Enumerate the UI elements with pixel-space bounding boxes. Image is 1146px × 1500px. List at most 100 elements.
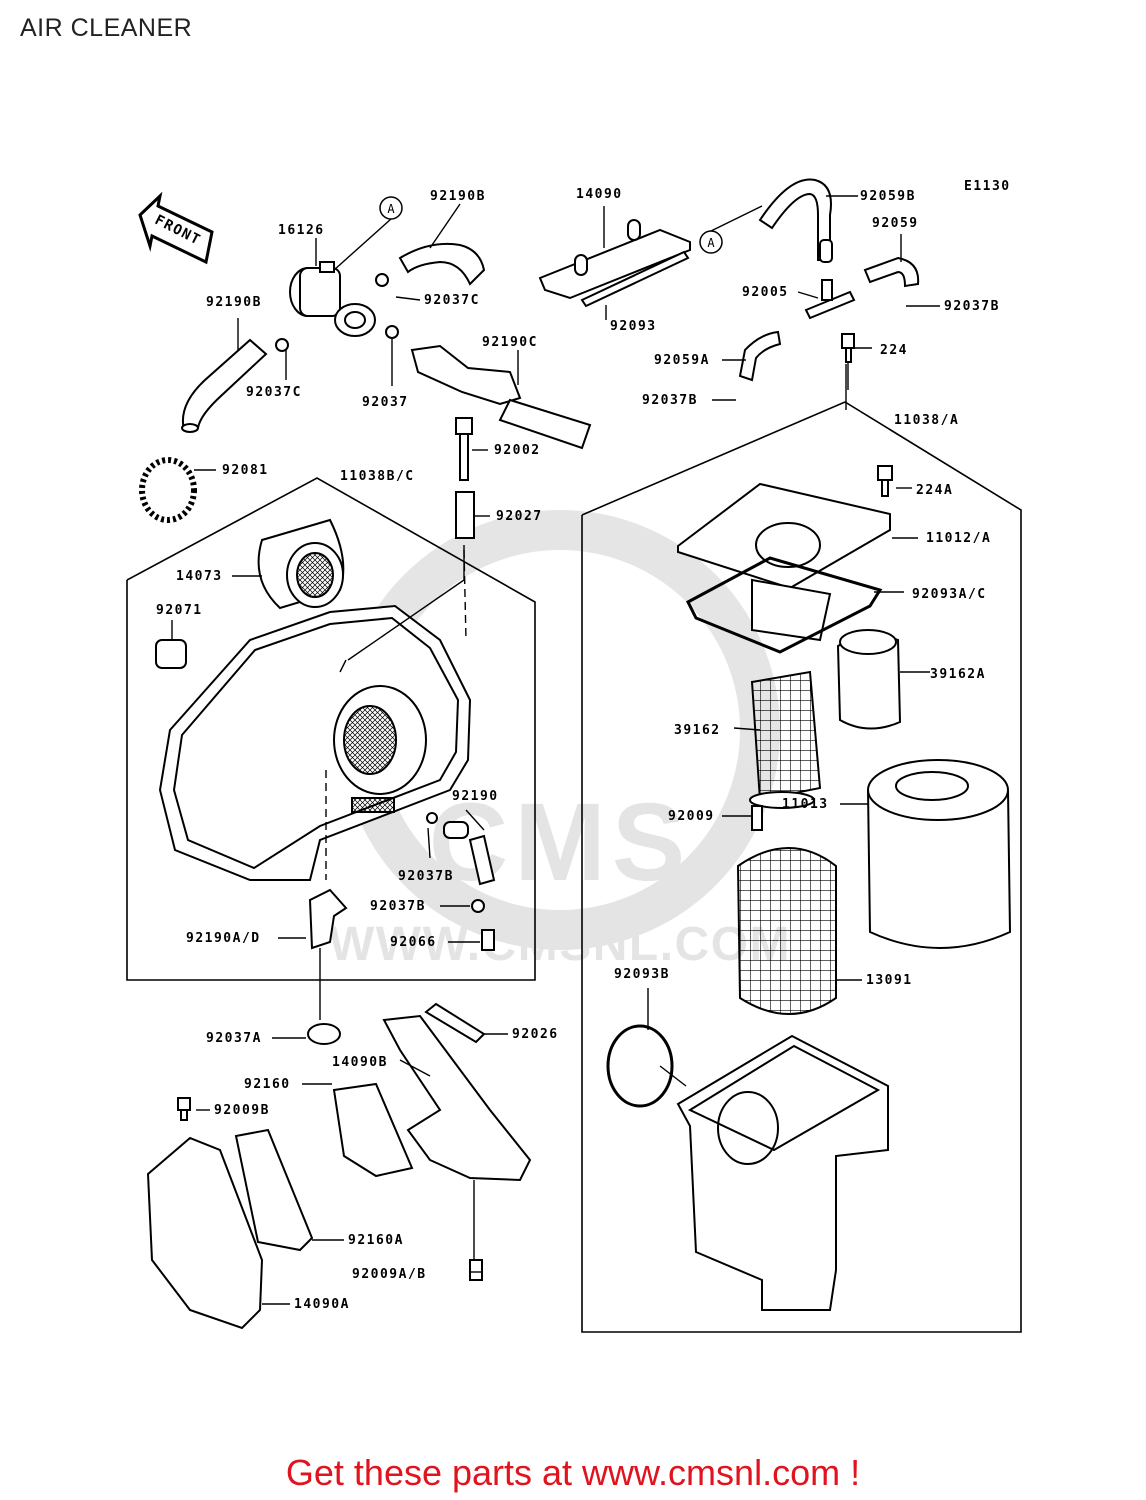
label-92009b: 92009B	[214, 1103, 270, 1118]
part-39162-cage	[749, 670, 822, 809]
label-92027: 92027	[496, 509, 543, 524]
label-39162: 39162	[674, 723, 721, 738]
part-92081-spring	[139, 457, 197, 523]
part-92160-filter	[332, 1082, 414, 1178]
part-14090a-cover	[146, 1136, 264, 1330]
label-11012a: 11012/A	[926, 531, 991, 546]
label-11013: 11013	[782, 797, 829, 812]
part-224-screw	[841, 333, 855, 349]
front-arrow: FRONT	[138, 191, 214, 265]
part-14090-bracket	[538, 228, 691, 300]
part-92160a-filter	[234, 1128, 314, 1252]
label-92093: 92093	[610, 319, 657, 334]
hose-end	[181, 423, 199, 433]
reference-mark-a-1: A	[379, 196, 403, 220]
label-39162a: 39162A	[930, 667, 986, 682]
footer-cta: Get these parts at www.cmsnl.com !	[0, 1452, 1146, 1494]
label-92093ac: 92093A/C	[912, 587, 987, 602]
label-224: 224	[880, 343, 908, 358]
footer-cta-link[interactable]: Get these parts at www.cmsnl.com !	[285, 1452, 861, 1493]
label-92009: 92009	[668, 809, 715, 824]
label-92190c: 92190C	[482, 335, 538, 350]
label-92037b-clamp: 92037B	[370, 899, 426, 914]
label-92037c-left: 92037C	[246, 385, 302, 400]
label-224a: 224A	[916, 483, 953, 498]
label-92037: 92037	[362, 395, 409, 410]
label-92026: 92026	[512, 1027, 559, 1042]
part-92009-screw	[751, 805, 763, 831]
part-39162a-element	[836, 629, 902, 730]
label-92059a: 92059A	[654, 353, 710, 368]
part-92059a-hose	[738, 330, 782, 382]
label-92002: 92002	[494, 443, 541, 458]
label-92190: 92190	[452, 789, 499, 804]
label-92005: 92005	[742, 285, 789, 300]
label-92160a: 92160A	[348, 1233, 404, 1248]
part-11012a-plate	[677, 482, 891, 642]
group-box-11038bc	[126, 477, 536, 981]
part-92190b-hose-top	[398, 242, 486, 286]
svg-text:A: A	[387, 202, 395, 216]
label-92037c-top: 92037C	[424, 293, 480, 308]
label-92190b-left: 92190B	[206, 295, 262, 310]
label-92059: 92059	[872, 216, 919, 231]
reference-mark-a-2: A	[699, 230, 723, 254]
label-92009ab: 92009A/B	[352, 1267, 427, 1282]
label-92037b-lower: 92037B	[398, 869, 454, 884]
part-92027-collar	[455, 491, 475, 539]
clip-92037c-top	[375, 273, 389, 287]
part-14090b-cover	[382, 1014, 532, 1182]
label-92160: 92160	[244, 1077, 291, 1092]
label-16126: 16126	[278, 223, 325, 238]
part-92093b-oring	[606, 1024, 674, 1108]
part-92009b-screw	[177, 1097, 191, 1111]
part-11038bc-airbox	[158, 604, 472, 881]
part-92037a-clamp	[307, 1023, 341, 1045]
label-92081: 92081	[222, 463, 269, 478]
part-92093-strip	[580, 250, 690, 308]
part-92190b-hose-left	[182, 338, 268, 432]
part-92066-fitting	[481, 929, 495, 951]
label-14073: 14073	[176, 569, 223, 584]
label-14090a: 14090A	[294, 1297, 350, 1312]
part-11038a-case	[676, 1034, 889, 1311]
label-13091: 13091	[866, 973, 913, 988]
part-92190c-hose	[410, 344, 522, 406]
label-92059b: 92059B	[860, 189, 916, 204]
clip-92037	[385, 325, 399, 339]
part-14073-duct	[257, 518, 345, 610]
label-14090b: 14090B	[332, 1055, 388, 1070]
clip-92037c-left	[275, 338, 289, 352]
part-labels: 16126 92190B 92037C 92190B 92037C 92037 …	[156, 187, 1000, 1312]
part-92009ab-screw	[469, 1259, 483, 1281]
label-92093b: 92093B	[614, 967, 670, 982]
label-14090: 14090	[576, 187, 623, 202]
label-92037b-top: 92037B	[944, 299, 1000, 314]
label-92037b-mid: 92037B	[642, 393, 698, 408]
part-92059-hose	[863, 256, 920, 288]
label-11038a: 11038/A	[894, 413, 959, 428]
svg-text:A: A	[707, 236, 715, 250]
label-92071: 92071	[156, 603, 203, 618]
part-92005-tee	[804, 290, 856, 320]
part-13091-cage	[736, 847, 837, 1015]
label-92190b-top: 92190B	[430, 189, 486, 204]
page-title: AIR CLEANER	[20, 14, 193, 42]
watermark-url: WWW.CMSNL.COM	[329, 918, 791, 971]
group-box-11038a	[581, 401, 1022, 1333]
part-92002-bolt	[455, 417, 473, 435]
label-92190ad: 92190A/D	[186, 931, 261, 946]
label-92066: 92066	[390, 935, 437, 950]
part-92071-grommet	[155, 639, 187, 669]
part-224a-screw	[877, 465, 893, 481]
part-11013-element	[866, 759, 1012, 949]
part-92190-hose	[468, 834, 496, 886]
part-92093ac-gasket	[686, 556, 883, 654]
label-11038bc: 11038B/C	[340, 469, 415, 484]
label-92037a: 92037A	[206, 1031, 262, 1046]
leader-lines	[171, 195, 940, 1305]
part-92190c-tube	[498, 398, 592, 450]
part-16126-valve	[289, 261, 376, 337]
part-92190ad-elbow	[308, 888, 348, 950]
